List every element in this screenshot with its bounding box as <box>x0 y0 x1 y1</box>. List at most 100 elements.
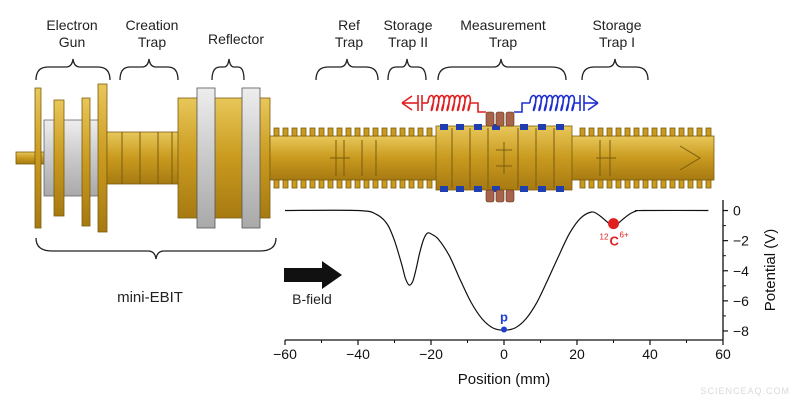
gun-body <box>43 119 101 197</box>
b-field-arrow-icon <box>284 261 342 289</box>
potential-curve <box>284 209 709 331</box>
reflector-brace <box>211 58 245 81</box>
flange-ridge <box>291 127 298 137</box>
flange-ridge <box>354 127 361 137</box>
flange-ridge <box>669 127 676 137</box>
flange-ridge <box>417 127 424 137</box>
flange-ridge <box>678 179 685 189</box>
red-resonator <box>401 94 486 113</box>
gun-flange-3 <box>81 97 91 227</box>
flange-ridge <box>282 179 289 189</box>
flange-ridge <box>588 179 595 189</box>
ref-trap-brace <box>315 58 379 81</box>
electrode-clip <box>440 124 448 130</box>
measurement-trap-housing <box>435 125 573 191</box>
x-tick-label: 20 <box>569 346 585 362</box>
flange-ridge <box>291 179 298 189</box>
flange-ridge <box>390 127 397 137</box>
electrode-clip <box>456 124 464 130</box>
electrode-clip <box>556 186 564 192</box>
y-tick-label: −4 <box>733 263 749 279</box>
flange-ridge <box>606 127 613 137</box>
flange-ridge <box>660 127 667 137</box>
x-tick-label: −20 <box>419 346 443 362</box>
electrode-clip <box>492 124 500 130</box>
flange-ridge <box>282 127 289 137</box>
creation-trap-brace <box>119 58 179 81</box>
trap-apparatus <box>15 83 715 233</box>
flange-ridge <box>354 179 361 189</box>
flange-ridge <box>345 127 352 137</box>
flange-ridge <box>696 179 703 189</box>
carbon-ion-marker <box>608 218 619 230</box>
flange-ridge <box>678 127 685 137</box>
flange-ridge <box>318 179 325 189</box>
flange-ridge <box>687 127 694 137</box>
x-tick-label: 60 <box>715 346 731 362</box>
flange-ridge <box>363 127 370 137</box>
electrode-clip <box>538 124 546 130</box>
measurement-trap-brace <box>437 58 567 81</box>
x-axis-label: Position (mm) <box>458 371 551 388</box>
electrode-clip <box>456 186 464 192</box>
flange-ridge <box>399 179 406 189</box>
y-tick-label: −8 <box>733 323 749 339</box>
electrode-clip <box>492 186 500 192</box>
reflector-post-left <box>196 87 216 229</box>
flange-ridge <box>327 179 334 189</box>
proton-marker <box>501 326 507 333</box>
flange-ridge <box>579 179 586 189</box>
blue-resonator <box>514 94 599 113</box>
flange-ridge <box>273 179 280 189</box>
flange-ridge <box>309 127 316 137</box>
flange-ridge <box>408 179 415 189</box>
gun-flange-4 <box>97 83 108 233</box>
reflector-post-right <box>241 87 261 229</box>
proton-label: p <box>500 309 508 324</box>
storage-trap-1-brace <box>581 58 649 81</box>
flange-ridge <box>345 179 352 189</box>
flange-ridge <box>300 127 307 137</box>
flange-ridge <box>615 127 622 137</box>
reflector-label: Reflector <box>208 31 264 47</box>
gun-flange-1 <box>34 87 42 229</box>
flange-ridge <box>363 179 370 189</box>
flange-ridge <box>633 179 640 189</box>
creation-trap-tube <box>106 131 180 185</box>
flange-ridge <box>327 127 334 137</box>
flange-ridge <box>300 179 307 189</box>
y-tick-label: −2 <box>733 233 749 249</box>
x-tick-label: −60 <box>273 346 297 362</box>
flange-ridge <box>660 179 667 189</box>
electrode-clip <box>440 186 448 192</box>
flange-ridge <box>633 127 640 137</box>
carbon-label: C <box>610 234 620 249</box>
y-axis-label: Potential (V) <box>762 229 779 312</box>
flange-ridge <box>579 127 586 137</box>
y-tick-label: 0 <box>733 203 741 219</box>
flange-ridge <box>381 127 388 137</box>
flange-ridge <box>687 179 694 189</box>
flange-ridge <box>705 127 712 137</box>
flange-ridge <box>426 127 433 137</box>
flange-ridge <box>669 179 676 189</box>
mini-ebit-brace <box>35 237 277 260</box>
flange-ridge <box>588 127 595 137</box>
flange-ridge <box>381 179 388 189</box>
b-field-label: B-field <box>292 291 332 307</box>
x-tick-label: 40 <box>642 346 658 362</box>
flange-ridge <box>642 127 649 137</box>
flange-ridge <box>651 127 658 137</box>
flange-ridge <box>597 127 604 137</box>
flange-ridge <box>696 127 703 137</box>
flange-ridge <box>651 179 658 189</box>
flange-ridge <box>309 179 316 189</box>
